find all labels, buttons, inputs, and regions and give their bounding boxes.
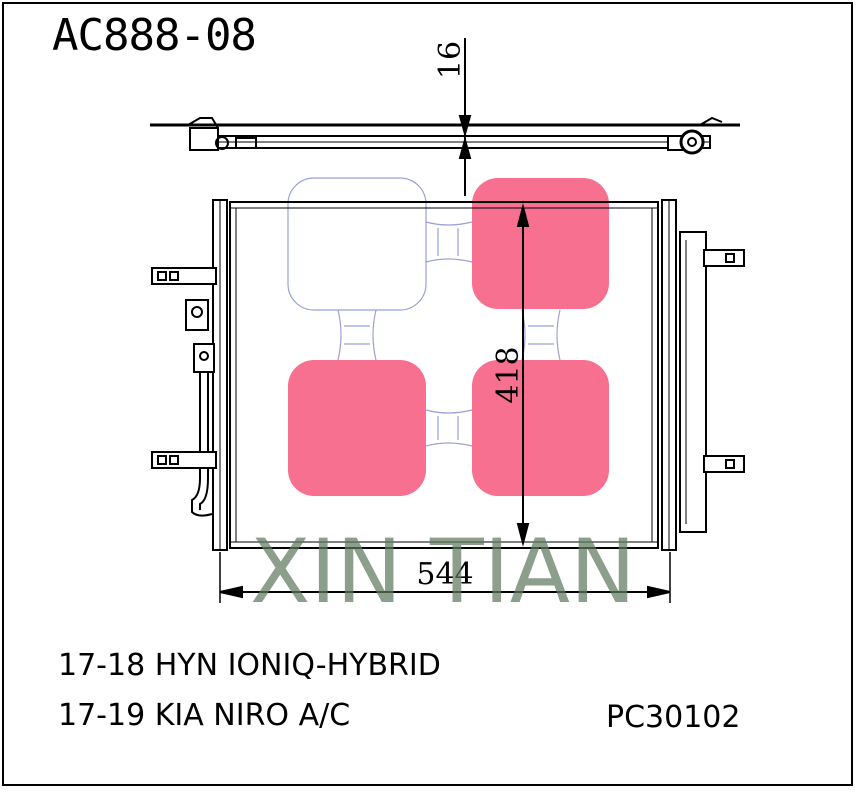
top-view xyxy=(150,116,740,155)
width-label: 544 xyxy=(416,557,473,592)
fan-top-right xyxy=(472,178,609,309)
receiver-drier xyxy=(679,231,745,533)
reference-number: PC30102 xyxy=(606,700,741,735)
fan-bottom-right xyxy=(472,360,609,496)
fan-shrouds xyxy=(287,177,609,496)
fan-outline-top-left xyxy=(287,177,427,311)
application-line-1: 17-18 HYN IONIQ-HYBRID xyxy=(58,648,441,683)
height-label: 418 xyxy=(491,346,526,403)
left-fittings xyxy=(151,267,217,517)
thickness-dimension xyxy=(458,38,472,196)
part-code: AC888-08 xyxy=(52,10,257,61)
thickness-label: 16 xyxy=(433,41,468,79)
height-dimension xyxy=(516,203,530,547)
application-line-2: 17-19 KIA NIRO A/C xyxy=(58,698,351,733)
fan-bottom-left xyxy=(288,360,426,496)
width-dimension xyxy=(219,552,671,603)
